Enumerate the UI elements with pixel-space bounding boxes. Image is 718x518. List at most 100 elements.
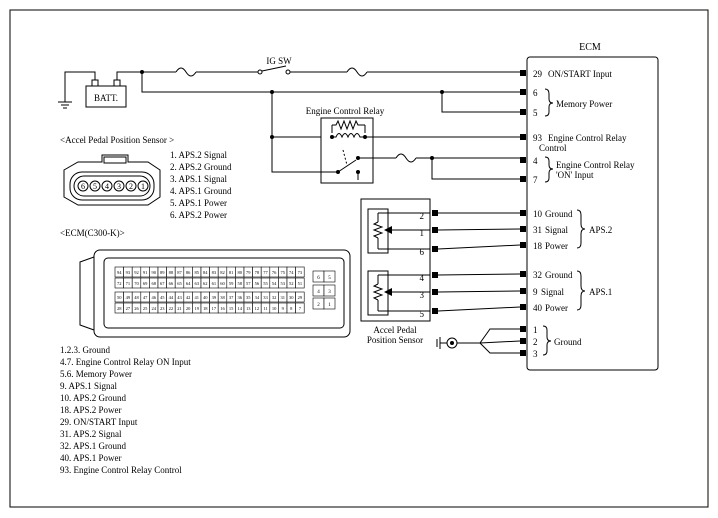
ecm-connector-pin: 31: [280, 295, 285, 300]
ecm-pin-2: 2: [533, 337, 538, 347]
ecm-connector-pin: 34: [255, 295, 260, 300]
ecm-label-aps2: APS.2: [589, 225, 612, 235]
ecm-connector-pin: 8: [290, 306, 293, 311]
fuse-3: [395, 153, 417, 163]
ecm-connector-pin: 36: [237, 295, 242, 300]
ecm-connector-pin: 21: [177, 306, 182, 311]
relay-coil: [332, 133, 365, 139]
brace-memory-power: [544, 88, 554, 117]
sensor-pin-list-item: 6. APS.2 Power: [170, 210, 227, 220]
ecm-connector-pin: 77: [263, 270, 268, 275]
ecm-connector-pin: 28: [117, 306, 122, 311]
sensor-connector-pin: 1: [141, 182, 145, 191]
ecm-connector-pin: 44: [169, 295, 174, 300]
ecm-connector-pin: 66: [169, 281, 174, 286]
ecm-connector-pin: 10: [272, 306, 277, 311]
ecm-pin-7: 7: [533, 175, 538, 185]
legend-item: 18. APS.2 Power: [60, 405, 122, 415]
ecm-connector-pin: 27: [126, 306, 131, 311]
sensor-pin-6: 6: [420, 247, 425, 257]
ecm-connector-pin: 68: [151, 281, 156, 286]
sensor-pin-2: 2: [420, 211, 425, 221]
ecm-pin-9: 9: [533, 287, 538, 297]
ecm-pin-5: 5: [533, 108, 538, 118]
ecm-connector-pin: 20: [186, 306, 191, 311]
ecm-connector-pin: 13: [246, 306, 251, 311]
ig-switch-contact-b: [285, 69, 291, 75]
sensor-connector-pins: 6 5 4 3 2 1: [77, 180, 149, 192]
battery-label: BATT.: [94, 93, 118, 103]
sensor-pin-list-item: 2. APS.2 Ground: [170, 162, 232, 172]
fuse-1: [175, 67, 197, 77]
ecm-connector-side-cell: [323, 284, 336, 297]
sensor-pin-5: 5: [420, 309, 425, 319]
aps1-potentiometer: [372, 283, 384, 301]
ecm-connector-pin: 30: [289, 295, 294, 300]
ecm-pin-29: 29: [533, 69, 543, 79]
ecm-connector-pin: 37: [229, 295, 234, 300]
ecm-connector-pin: 32: [272, 295, 277, 300]
sensor-pin-3: 3: [420, 290, 425, 300]
sensor-connector-pin: 6: [81, 182, 85, 191]
ecm-connector-pin: 26: [134, 306, 139, 311]
legend-item: 5.6. Memory Power: [60, 369, 132, 379]
sensor-label-1: Accel Pedal: [373, 325, 417, 335]
ecm-connector-pin: 62: [203, 281, 208, 286]
ecm-connector-pin: 48: [134, 295, 139, 300]
aps2-potentiometer: [372, 221, 384, 239]
legend-item: 93. Engine Control Relay Control: [60, 465, 182, 475]
ecm-connector-pin: 92: [134, 270, 139, 275]
ecm-connector-title: <ECM(C300-K)>: [60, 228, 125, 238]
sensor-connector-pin: 5: [93, 182, 97, 191]
accel-pedal-sensor: 2 1 6 4 3 5 Accel Pedal Position Sensor: [360, 198, 521, 345]
ecm-title: ECM: [579, 42, 601, 53]
ecm-connector-pin: 63: [194, 281, 199, 286]
ecm-connector-pin: 65: [177, 281, 182, 286]
battery-terminal-neg: [91, 79, 99, 87]
ecm-connector-pin: 9: [282, 306, 285, 311]
fuse-2: [346, 67, 368, 77]
ecm-label-relay-on-1: Engine Control Relay: [556, 160, 635, 170]
legend-item: 40. APS.1 Power: [60, 453, 122, 463]
ecm-connector-pin: 71: [126, 281, 131, 286]
ecm-pin-4: 4: [533, 156, 538, 166]
ecm-pin-6: 6: [533, 88, 538, 98]
ecm-connector-pin: 88: [169, 270, 174, 275]
ecm-connector-pin: 53: [280, 281, 285, 286]
battery-terminal-pos: [113, 79, 121, 87]
ecm-connector-pin: 76: [272, 270, 277, 275]
ecm-connector-pin: 50: [117, 295, 122, 300]
battery: BATT.: [58, 71, 142, 109]
ecm-connector-pin: 67: [160, 281, 165, 286]
ecm-label-relay-on-2: 'ON' Input: [556, 170, 594, 180]
ecm-connector-pin: 43: [177, 295, 182, 300]
battery-box: [85, 85, 127, 108]
sensor-pin-list: 1. APS.2 Signal 2. APS.2 Ground 3. APS.1…: [170, 150, 232, 220]
ecm-connector-pin: 87: [177, 270, 182, 275]
ecm-connector-pin: 22: [169, 306, 174, 311]
ecm-connector-side-cell: [323, 270, 336, 283]
ecm-pin-18: 18: [533, 241, 543, 251]
ecm-connector-pin: 19: [194, 306, 199, 311]
ecm-connector-pin: 86: [186, 270, 191, 275]
engine-control-relay: Engine Control Relay: [271, 106, 520, 184]
ecm-connector-side-pin: 2: [317, 303, 320, 308]
ecm-connector-pin: 47: [143, 295, 148, 300]
ecm-connector-pin: 46: [151, 295, 156, 300]
ecm-connector-pin: 83: [212, 270, 217, 275]
ecm-connector-pin: 14: [237, 306, 242, 311]
brace-aps2: [576, 209, 586, 249]
ecm-label-aps2-power: Power: [545, 241, 568, 251]
ecm-connector-pin: 41: [194, 295, 199, 300]
ecm-connector-pin: 42: [186, 295, 191, 300]
ecm-connector-pin: 58: [237, 281, 242, 286]
brace-aps1: [576, 270, 586, 311]
ecm-connector-pin: 91: [143, 270, 148, 275]
sensor-pin-list-item: 1. APS.2 Signal: [170, 150, 228, 160]
ecm-pin-31: 31: [533, 225, 542, 235]
ecm-connector-pin: 79: [246, 270, 251, 275]
ecm-connector-cell: [295, 291, 305, 303]
ecm-connector-pin: 49: [126, 295, 131, 300]
ecm-connector-pin: 75: [280, 270, 285, 275]
